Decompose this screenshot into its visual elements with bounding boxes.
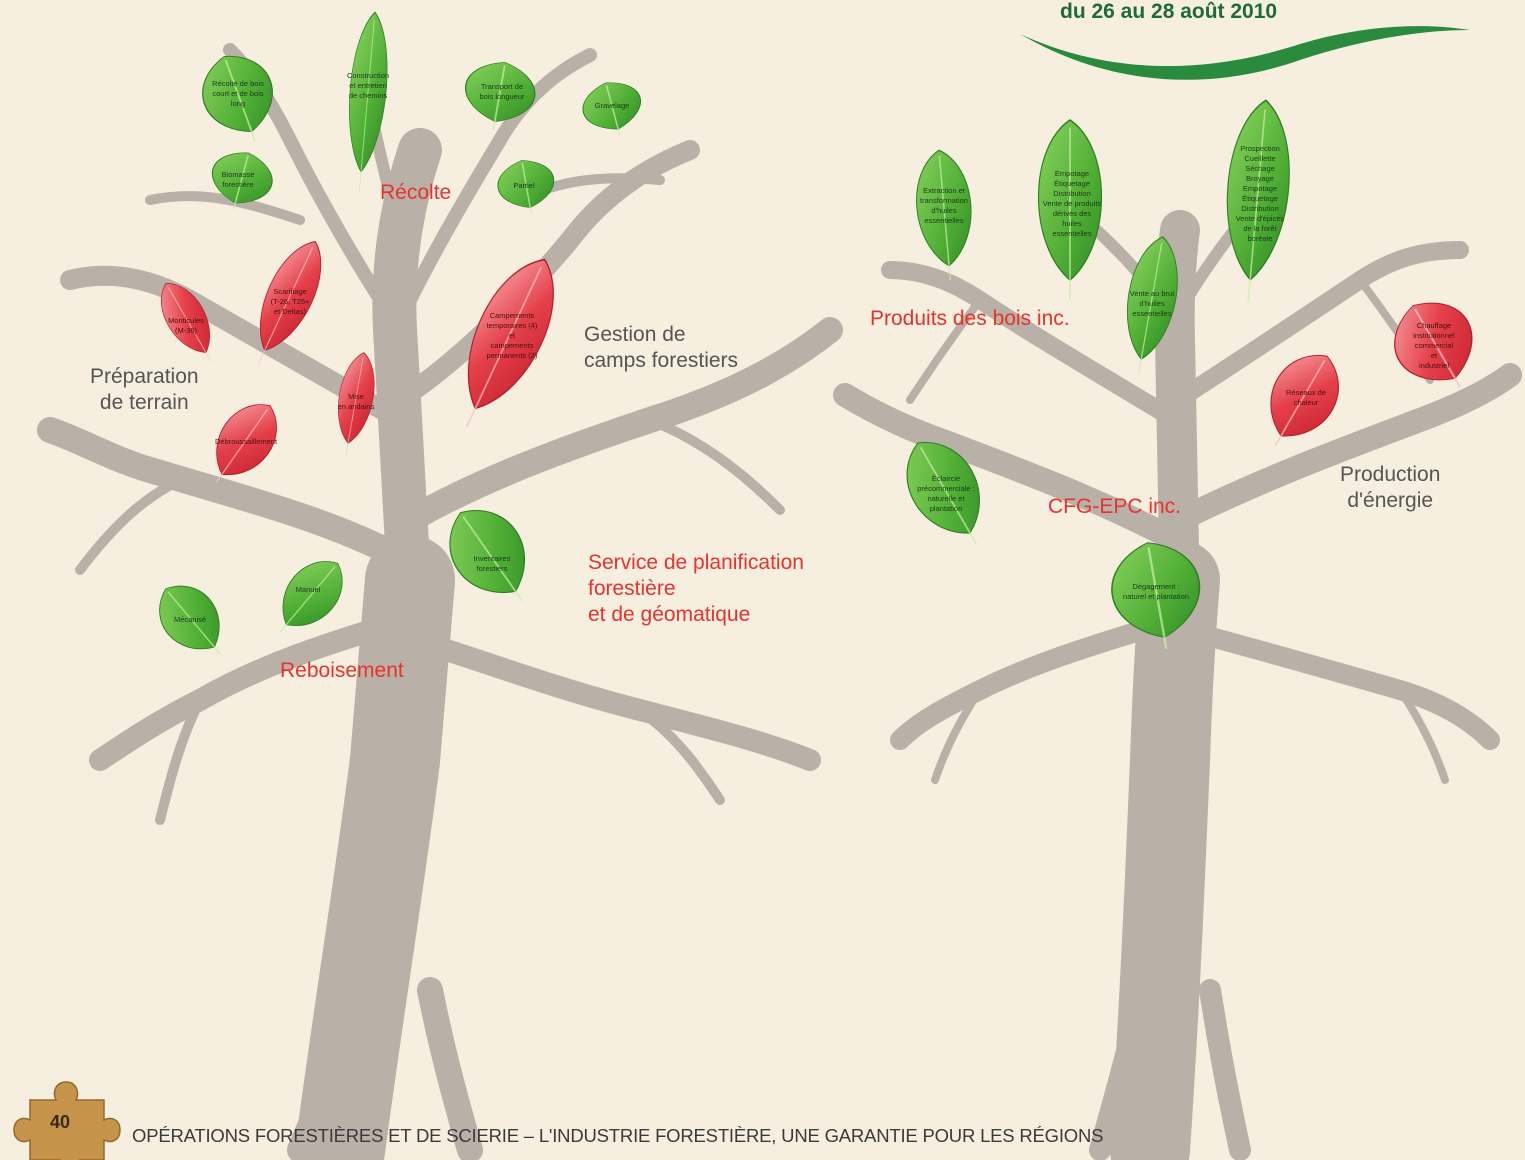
leaf-monticules: Monticules (M-36): [168, 316, 204, 336]
group-label-recolte: Récolte: [380, 180, 451, 206]
leaf-gravelage: Gravelage: [595, 101, 630, 111]
leaf-degagement: Dégagement : naturel et plantation: [1123, 582, 1189, 602]
leaf-vente-brut: Vente au brut d'huiles essentielles: [1130, 289, 1175, 319]
leaf-eclaircie: Éclaircie précommerciale : naturelle et …: [917, 474, 975, 514]
leaf-construction: Construction et entretien de chemins: [347, 71, 389, 101]
group-label-energie: Production d'énergie: [1340, 462, 1440, 514]
page-number: 40: [50, 1112, 70, 1133]
leaf-biomasse: Biomasse forestière: [222, 170, 255, 190]
leaf-recolte-bois: Récolte de bois court et de bois long: [212, 79, 264, 109]
group-label-preparation: Préparation de terrain: [90, 364, 199, 416]
leaf-prospection: Prospection Cueillette Séchage Broyage E…: [1236, 144, 1285, 244]
group-label-camps: Gestion de camps forestiers: [584, 322, 738, 374]
leaf-extraction: Extraction et transformation d'huiles es…: [920, 186, 968, 226]
leaf-reseaux: Réseaux de chaleur: [1286, 388, 1326, 408]
group-label-reboisement: Reboisement: [280, 658, 404, 684]
leaf-chauffage: Chauffage institutionnel commercial et i…: [1413, 321, 1455, 371]
leaf-empotage: Empotage Étiquetage Distribution Vente d…: [1043, 169, 1101, 239]
group-label-planification: Service de planification forestière et d…: [588, 550, 804, 628]
leaf-manuel: Manuel: [296, 585, 321, 595]
header-swoosh: [1020, 26, 1470, 80]
leaf-campements: Campements temporaires (4) et campements…: [487, 311, 538, 361]
leaf-inventaires: Inventaires forestiers: [474, 554, 511, 574]
leaf-debroussaillement: Débroussaillement: [215, 437, 277, 447]
footer-title: OPÉRATIONS FORESTIÈRES ET DE SCIERIE – L…: [132, 1125, 1103, 1147]
leaf-partiel: Partiel: [513, 181, 534, 191]
event-date: du 26 au 28 août 2010: [1060, 0, 1277, 24]
leaf-mecanise: Mécanisé: [174, 615, 206, 625]
group-label-cfg: CFG-EPC inc.: [1048, 494, 1181, 520]
leaf-mise-andains: Mise en andains: [338, 392, 375, 412]
group-label-produits: Produits des bois inc.: [870, 306, 1070, 332]
leaf-transport: Transport de bois longueur: [479, 82, 524, 102]
leaf-scarifiage: Scarifiage (T-26, T26+ et Deltas): [271, 287, 310, 317]
